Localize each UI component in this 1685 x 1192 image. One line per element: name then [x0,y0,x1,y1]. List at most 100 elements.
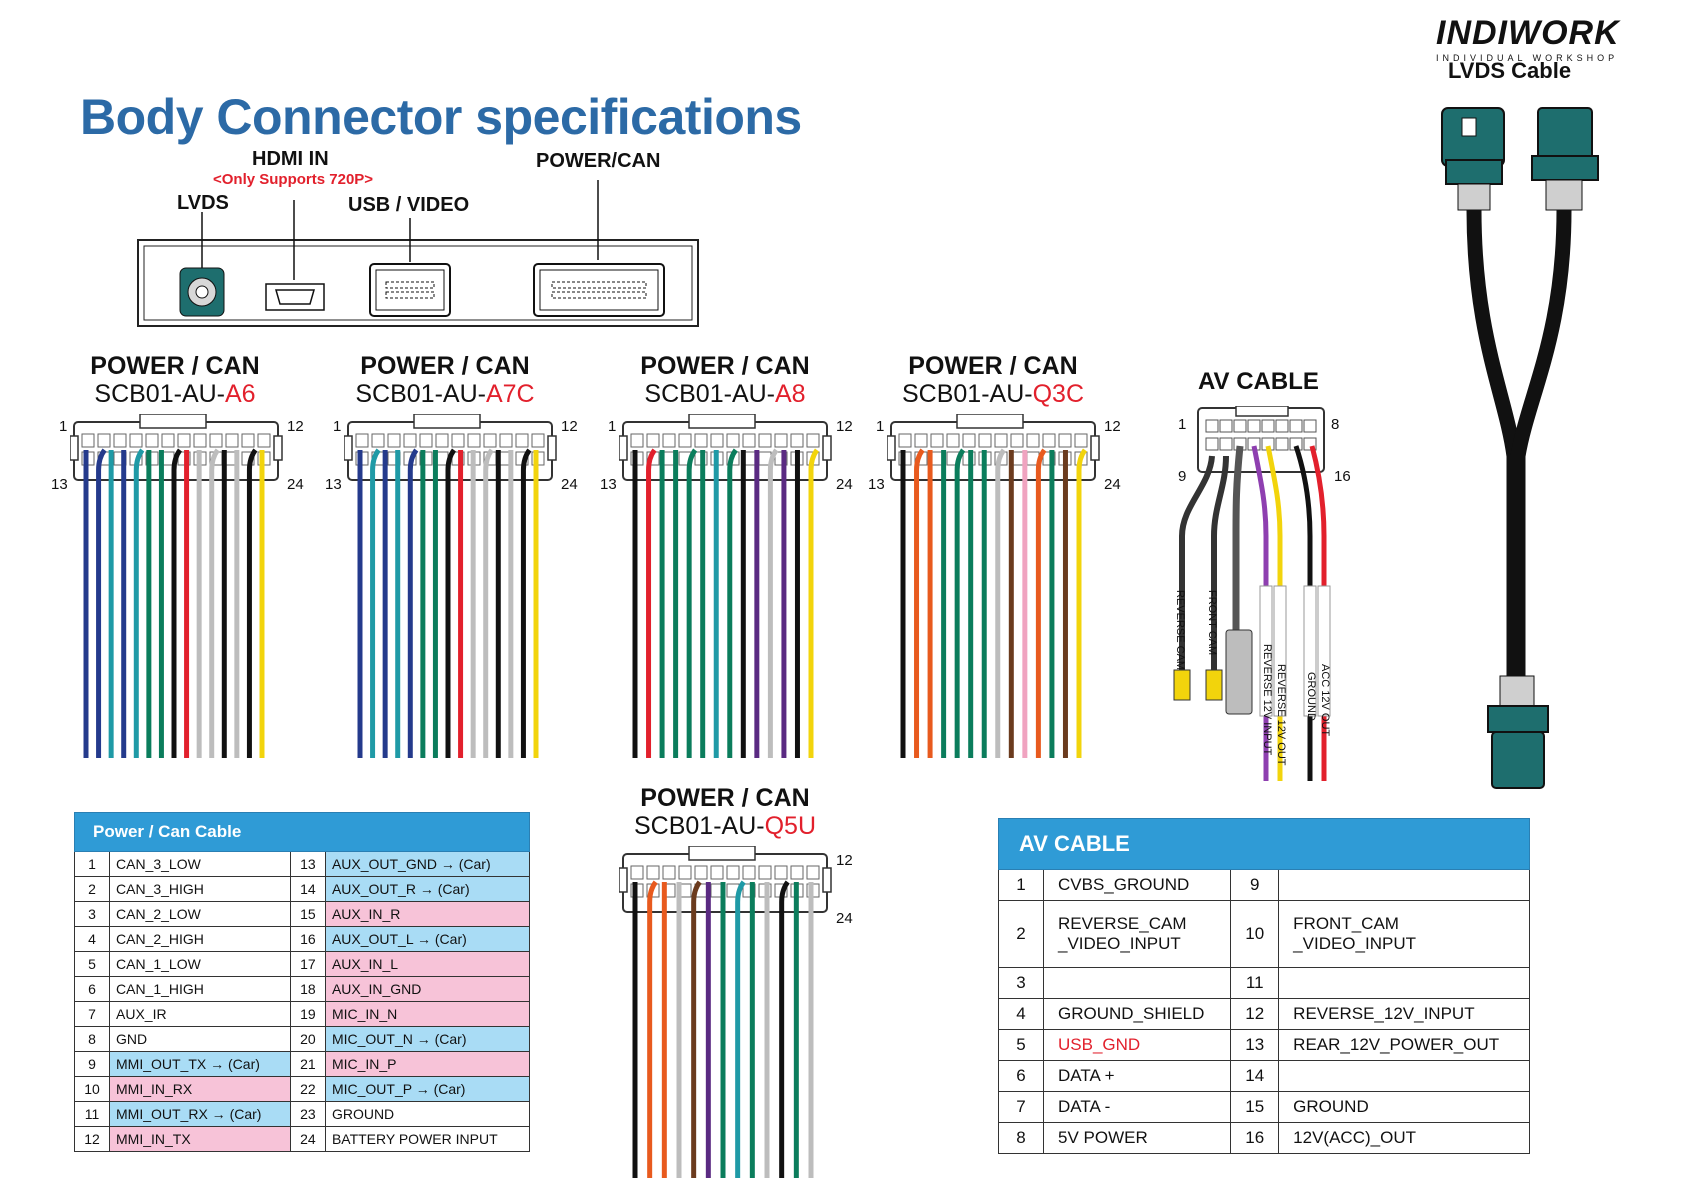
power-pin-function: MIC_OUT_P → (Car) [324,1076,531,1102]
power-pin-function: AUX_IN_R [324,901,531,927]
connector-a6-drawing [70,414,283,758]
connector-a7c-title: POWER / CAN [360,352,530,380]
av-pin-function [1278,967,1530,999]
av-pin-function [1278,1060,1530,1092]
power-pin-number: 23 [289,1101,326,1127]
av-function-text: 5V POWER [1058,1128,1148,1147]
lvds-cable-drawing [1441,107,1599,789]
connector-q5u-drawing [619,846,832,1178]
brand-name: INDIWORK [1436,14,1620,52]
brand-subtitle: INDIVIDUAL WORKSHOP [1436,53,1619,63]
power-pin-number: 12 [74,1126,110,1152]
av-pin-function: REVERSE_CAM_VIDEO_INPUT [1042,900,1232,968]
av-pin-function [1042,967,1232,999]
av-function-text: CVBS_GROUND [1058,875,1190,894]
wire [954,448,966,758]
power-pin-number: 21 [289,1051,326,1077]
connector-housing [344,414,557,481]
power-pin-function: MIC_IN_N [324,1001,531,1027]
av-pin-function: FRONT_CAM_VIDEO_INPUT [1278,900,1530,968]
av-pin-number: 1 [998,869,1044,901]
wire [1076,448,1088,758]
av-function-text: REAR_12V_POWER_OUT [1293,1035,1500,1054]
av-function-text: GROUND [1293,1097,1369,1116]
av-pin-function: DATA + [1042,1060,1232,1092]
connector-a8-code: SCB01-AU-A8 [644,380,806,408]
connector-a6-title: POWER / CAN [90,352,260,380]
av-cable-title: AV CABLE [1198,368,1319,395]
av-pin-function: REVERSE_12V_INPUT [1278,998,1530,1030]
connector-a7c-code: SCB01-AU-A7C [355,380,535,408]
power-pin-number: 5 [74,951,110,977]
power-pin-number: 7 [74,1001,110,1027]
wire [1035,448,1047,758]
power-pin-number: 15 [289,901,326,927]
av-function-text: FRONT_CAM [1293,914,1399,933]
wire [483,448,494,758]
av-pin-1: 1 [1178,416,1187,433]
hdmi-label: HDMI IN [252,148,329,170]
power-pin-number: 3 [74,901,110,927]
power-pin-number: 16 [289,926,326,952]
av-pin-function: DATA - [1042,1091,1232,1123]
q3c-pin-1: 1 [876,418,885,435]
av-function-text: DATA - [1058,1097,1111,1116]
a8-pin-1: 1 [608,418,617,435]
av-pin-function: REAR_12V_POWER_OUT [1278,1029,1530,1061]
av-label-acc-12v-out: ACC 12V OUT [1319,664,1331,737]
av-pin-number: 9 [1230,869,1280,901]
power-pin-function: CAN_2_HIGH [109,926,291,952]
hdmi-port [265,283,325,311]
head-unit-diagram [137,180,699,327]
connector-a7c-drawing [344,414,557,758]
power-pin-function: AUX_IN_GND [324,976,531,1002]
av-pin-number: 5 [998,1029,1044,1061]
av-connector-drawing [1173,406,1331,781]
power-pin-number: 9 [74,1051,110,1077]
power-pin-number: 18 [289,976,326,1002]
wire [445,448,457,758]
wire [246,448,258,758]
av-pin-number: 13 [1230,1029,1280,1061]
av-function-text: DATA + [1058,1066,1115,1085]
brand-logo: INDIWORK INDIVIDUAL WORKSHOP [1436,14,1620,63]
q3c-pin-24: 24 [1104,476,1121,493]
q3c-pin-12: 12 [1104,418,1121,435]
connector-a6-header: POWER / CAN SCB01-AU-A6 [70,352,280,408]
lvds-port [179,267,225,317]
av-pin-number: 12 [1230,998,1280,1030]
power-pin-number: 8 [74,1026,110,1052]
av-function-text: _VIDEO_INPUT [1293,934,1416,953]
a6-pin-24: 24 [287,476,304,493]
wire [133,448,145,758]
connector-q3c-code: SCB01-AU-Q3C [902,380,1084,408]
a7c-pin-12: 12 [561,418,578,435]
power-pin-function: AUX_OUT_R → (Car) [324,876,531,902]
a8-pin-24: 24 [836,476,853,493]
av-function-text: 12V(ACC)_OUT [1293,1128,1416,1147]
power-pin-function: MMI_IN_RX [109,1076,291,1102]
av-pin-function: USB_GND [1042,1029,1232,1061]
av-pin-number: 10 [1230,900,1280,968]
connector-q5u-title: POWER / CAN [640,784,810,812]
power-pin-function: CAN_2_LOW [109,901,291,927]
av-pin-number: 2 [998,900,1044,968]
hdmi-note: <Only Supports 720P> [213,171,374,188]
connector-a8-title: POWER / CAN [640,352,810,380]
power-pin-number: 1 [74,851,110,877]
connector-a8-header: POWER / CAN SCB01-AU-A8 [620,352,830,408]
power-pin-number: 24 [289,1126,326,1152]
wire [209,448,220,758]
power-pin-function: CAN_3_HIGH [109,876,291,902]
